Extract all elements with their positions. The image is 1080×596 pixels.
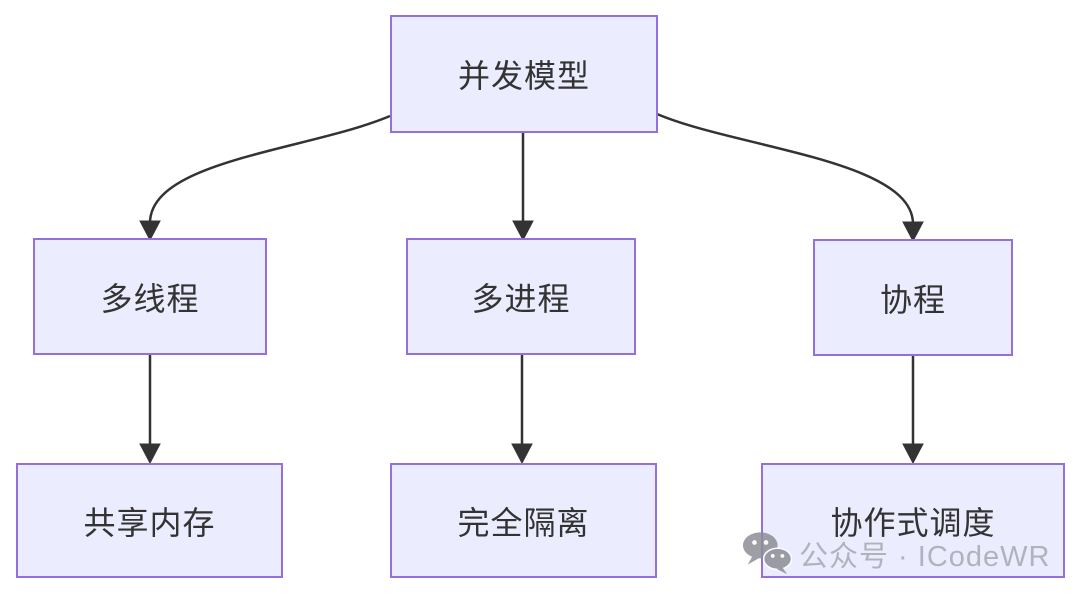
node-coroutine: 协程 [813, 239, 1013, 356]
node-full-isolation: 完全隔离 [390, 463, 657, 578]
node-cooperative-scheduling: 协作式调度 [761, 463, 1065, 578]
node-shared-memory: 共享内存 [16, 463, 283, 578]
node-label: 多线程 [100, 280, 200, 317]
edge-concurrency-model-to-multithreading [139, 114, 391, 242]
node-label: 完全隔离 [457, 504, 590, 541]
edge-multiprocessing-to-full-isolation [511, 355, 533, 465]
watermark-text: 公众号 · ICodeWR [799, 541, 1051, 573]
watermark: 公众号 · ICodeWR [742, 531, 1050, 577]
node-label: 并发模型 [457, 58, 590, 94]
edge-multithreading-to-shared-memory [139, 355, 161, 465]
node-label: 多进程 [471, 280, 571, 317]
edge-coroutine-to-cooperative-scheduling [902, 356, 924, 465]
node-multithreading: 多线程 [33, 238, 267, 355]
edge-concurrency-model-to-coroutine [656, 112, 924, 243]
wechat-icon [742, 532, 792, 575]
edge-concurrency-model-to-multiprocessing [512, 133, 534, 242]
node-label: 协程 [879, 281, 946, 318]
node-concurrency-model: 并发模型 [390, 15, 658, 133]
node-label: 协作式调度 [830, 504, 996, 541]
node-label: 共享内存 [83, 504, 216, 541]
node-multiprocessing: 多进程 [406, 238, 636, 355]
